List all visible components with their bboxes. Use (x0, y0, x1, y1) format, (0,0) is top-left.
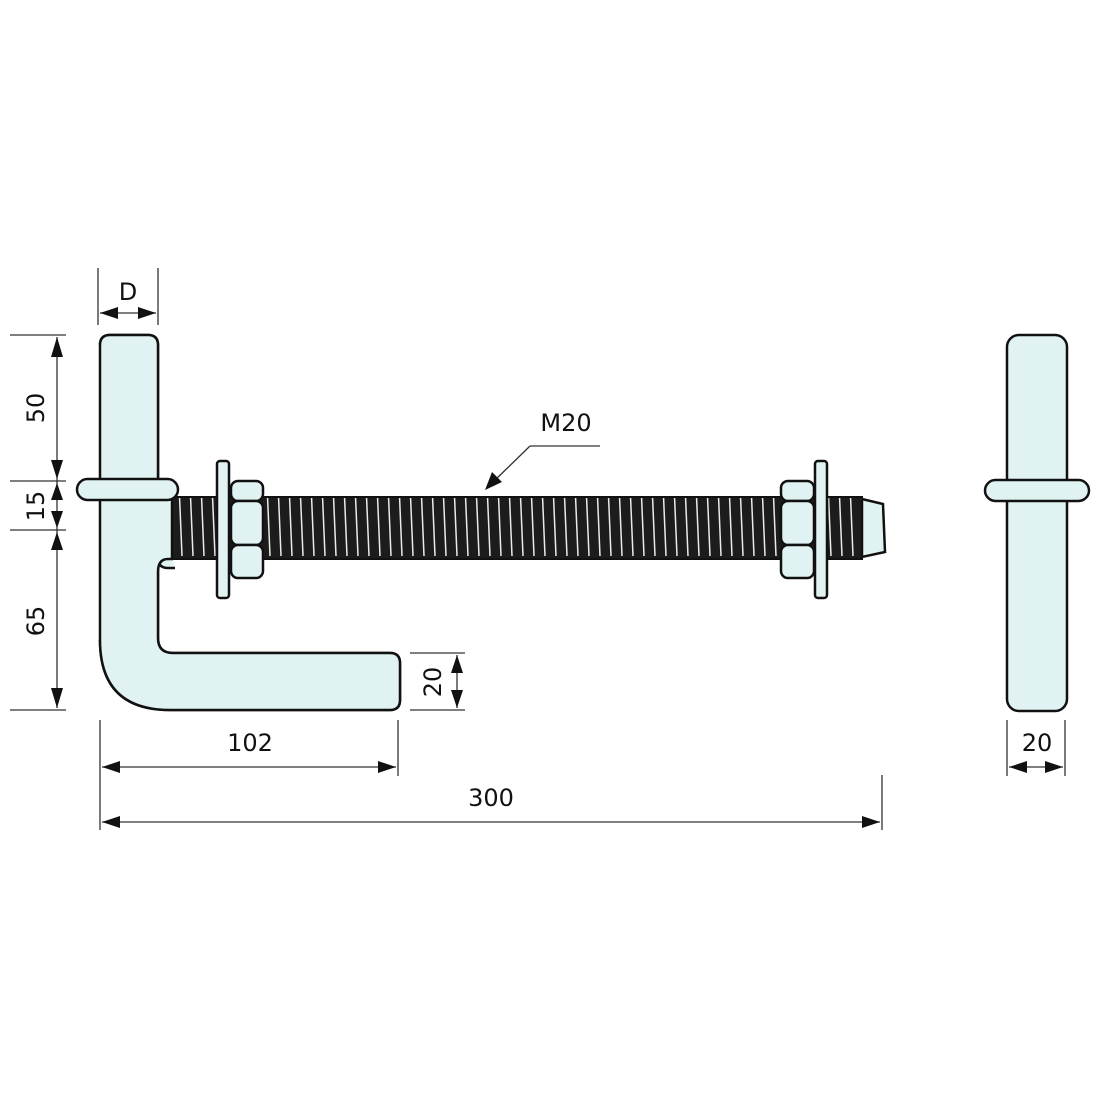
front-view (75, 333, 887, 712)
hook-inner-fill (98, 333, 402, 712)
label-d: D (119, 278, 137, 306)
side-pin (1005, 333, 1069, 713)
label-foot-length: 102 (227, 729, 273, 757)
callout-thread: M20 (485, 409, 600, 490)
washer-left (215, 459, 231, 600)
washer-right (813, 459, 829, 600)
side-collar (983, 478, 1091, 503)
nut-left (229, 479, 265, 580)
dimension-foot-thickness: 20 (410, 652, 465, 711)
label-thread: M20 (540, 409, 591, 437)
threaded-rod (171, 496, 863, 560)
label-lower-height: 65 (22, 606, 50, 637)
label-foot-thickness: 20 (419, 667, 447, 698)
dimension-total-length: 300 (102, 775, 883, 830)
label-collar-height: 15 (22, 491, 50, 522)
label-total-length: 300 (468, 784, 514, 812)
nut-right (779, 479, 816, 580)
dimension-d: D (97, 268, 159, 325)
rod-tip (860, 497, 887, 559)
dimension-foot-length: 102 (99, 720, 399, 830)
label-upper-height: 50 (22, 393, 50, 424)
dimension-vertical-left: 50 15 65 (10, 334, 66, 711)
dimension-side-width: 20 (1006, 720, 1066, 776)
collar (75, 477, 180, 502)
label-side-width: 20 (1022, 729, 1053, 757)
side-view (983, 333, 1091, 713)
